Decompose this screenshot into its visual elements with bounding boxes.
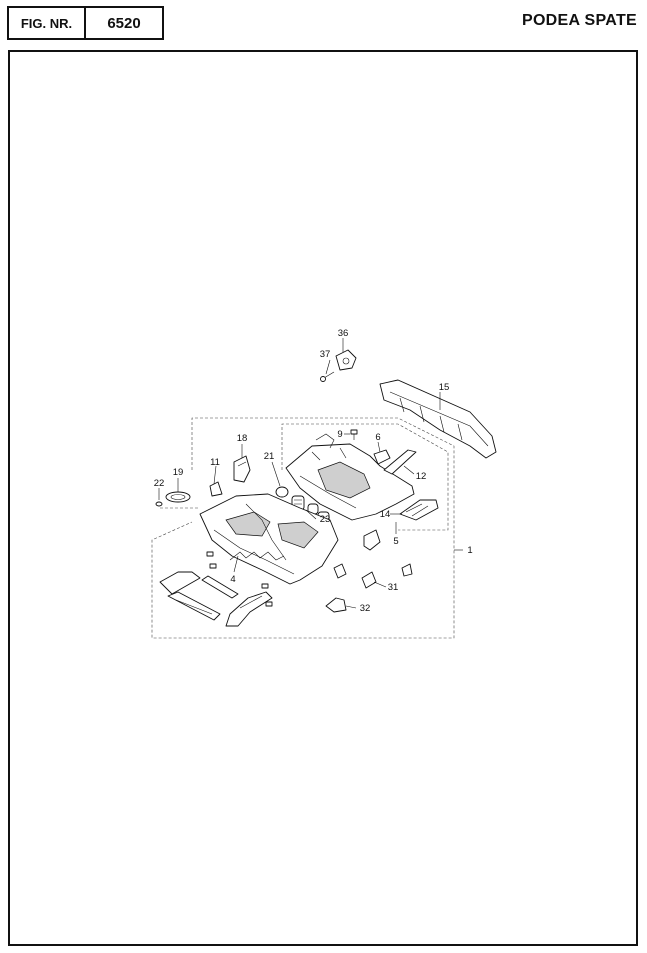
- callout-19: 19: [173, 467, 184, 478]
- callout-1: 1: [467, 545, 472, 556]
- callout-18: 18: [237, 433, 248, 444]
- part-15-rear-panel: [379, 379, 497, 459]
- callout-9: 9: [337, 429, 342, 440]
- part-11-bracket: [209, 481, 223, 497]
- part-19-grommet: [165, 491, 191, 503]
- part-6-bracket: [373, 449, 391, 465]
- callout-14: 14: [380, 509, 391, 520]
- part-4-front-floor: [199, 493, 339, 585]
- part-5-rear-floor: [285, 433, 415, 521]
- callout-15: 15: [439, 382, 450, 393]
- callout-5: 5: [393, 536, 398, 547]
- part-small-clips: [206, 551, 273, 607]
- part-mount-bracket: [333, 529, 413, 579]
- part-front-rails: [167, 591, 273, 627]
- assembly-boundary-5: [281, 423, 449, 531]
- callout-12: 12: [416, 471, 427, 482]
- figure-number: 6520: [107, 14, 141, 32]
- part-32-bracket: [325, 597, 347, 613]
- part-21-plug: [275, 486, 289, 498]
- part-18-bracket: [233, 455, 251, 483]
- part-31-bracket: [361, 571, 377, 589]
- callout-31: 31: [388, 582, 399, 593]
- part-14-reinforcement: [399, 499, 439, 521]
- callout-37: 37: [320, 349, 331, 360]
- diagram-frame: [8, 50, 638, 946]
- callout-11: 11: [210, 457, 220, 468]
- figure-number-box: FIG. NR. 6520: [7, 6, 164, 40]
- leader-lines: [158, 338, 463, 609]
- part-front-crossmember: [159, 571, 239, 599]
- callout-6: 6: [375, 432, 380, 443]
- part-22-plug: [155, 501, 163, 507]
- figure-label: FIG. NR.: [9, 8, 86, 38]
- callout-23: 23: [320, 514, 331, 525]
- part-37-bolt: [320, 371, 335, 382]
- callout-21: 21: [264, 451, 275, 462]
- callout-22: 22: [154, 478, 165, 489]
- callout-4: 4: [230, 574, 235, 585]
- part-36-bracket: [335, 349, 357, 371]
- callout-36: 36: [338, 328, 349, 339]
- callout-32: 32: [360, 603, 371, 614]
- part-9-bolt: [350, 429, 358, 440]
- page-title: PODEA SPATE: [521, 12, 637, 29]
- part-12-rail: [383, 449, 417, 475]
- assembly-boundary-1: [151, 417, 455, 639]
